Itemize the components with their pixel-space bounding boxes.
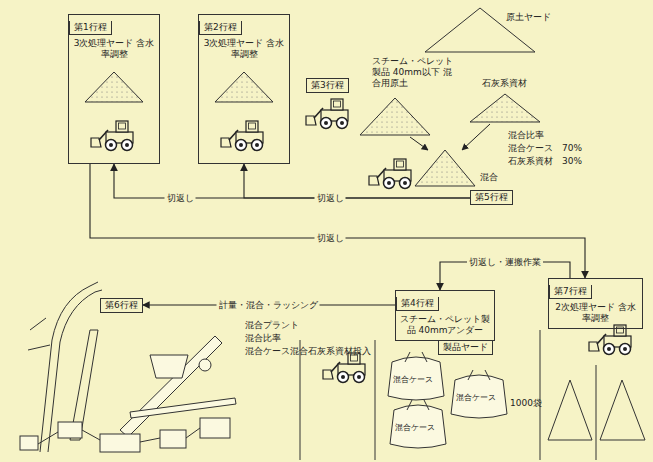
edge-label: 切返し <box>315 193 346 204</box>
wheel-loader <box>323 353 365 383</box>
product-yard: 第4行程スチーム・ペレット製品 40mmアンダー <box>395 290 495 341</box>
product-bag <box>451 375 507 418</box>
stage-heading: 第4行程 <box>396 297 439 311</box>
yard-divider <box>300 340 301 460</box>
yard-divider <box>596 365 597 460</box>
edge-label: 切返し <box>315 233 346 244</box>
product-bag <box>388 357 444 400</box>
mixing-plant <box>100 434 140 452</box>
note-label: 混合プラント <box>245 320 299 331</box>
stage-tag: 第5行程 <box>470 190 513 205</box>
node-text: 第5行程 <box>475 192 508 203</box>
wheel-loader <box>91 99 631 383</box>
process-yard: 第7行程 2次処理ヤード 含水率調整 <box>548 278 643 329</box>
flow-hint-arrow <box>410 124 490 150</box>
note-label: 石灰系資材 <box>482 78 527 89</box>
mixing-plant <box>200 418 230 438</box>
stockpile <box>470 94 540 122</box>
product-bag <box>388 352 507 448</box>
note-label: 1000袋 <box>510 398 542 409</box>
stockpile <box>600 380 645 440</box>
note-label: 30% <box>562 156 582 167</box>
node-text: 2次処理ヤード 含水率調整 <box>553 302 638 324</box>
yard-divider <box>540 330 541 460</box>
node-text: 第3行程 <box>311 80 344 91</box>
mixing-plant <box>58 422 82 438</box>
note-label: 混合 <box>480 172 498 183</box>
note-label: 原土ヤード <box>506 12 551 23</box>
mixing-plant <box>130 398 236 418</box>
mixing-plant <box>48 290 102 452</box>
mixing-plant <box>28 318 50 350</box>
yard-tag: 製品ヤード <box>438 340 493 355</box>
stage-tag: 第3行程 <box>306 78 349 93</box>
process-yard: 第1行程 3次処理ヤード 含水率調整 <box>68 14 160 164</box>
node-text: 第6行程 <box>105 300 138 311</box>
stockpile <box>215 72 273 102</box>
flow-hint-arrow <box>410 137 428 150</box>
node-text: 3次処理ヤード 含水率調整 <box>203 38 285 60</box>
mixing-plant <box>20 436 38 450</box>
edge-label: 切返し・運搬作業 <box>467 257 543 268</box>
product-bag <box>390 405 446 448</box>
wheel-loader <box>369 159 411 189</box>
note-label: 混合ケース混合石灰系資材投入 <box>245 346 371 357</box>
mixing-plant <box>38 428 200 444</box>
stage-heading: 第1行程 <box>69 21 112 35</box>
wheel-loader <box>589 325 631 355</box>
wheel-loader <box>91 121 133 151</box>
stockpile <box>548 380 592 440</box>
note-label: 70% <box>562 143 582 154</box>
note-label: 混合ケース <box>395 422 435 433</box>
note-label: 混合比率 <box>508 130 544 141</box>
note-label: 石灰系資材 <box>508 156 553 167</box>
stockpile <box>85 8 645 440</box>
node-text: 製品ヤード <box>443 342 488 353</box>
flow-arrow <box>244 164 470 198</box>
note-label: 混合ケース <box>508 143 553 154</box>
mixing-plant <box>150 355 188 378</box>
mixing-plant <box>199 359 211 371</box>
stage-heading: 第7行程 <box>549 285 592 299</box>
stockpile <box>360 98 430 135</box>
note-label: 混合比率 <box>245 333 281 344</box>
stage-heading: 第2行程 <box>199 21 242 35</box>
process-yard: 第2行程 3次処理ヤード 含水率調整 <box>198 14 290 164</box>
note-label: スチーム・ペレット製品 40mm以下 混合用原土 <box>372 56 454 89</box>
mixing-plant <box>40 282 98 452</box>
wheel-loader <box>306 99 348 129</box>
edge-label: 計量・混合・ラッシング <box>217 300 320 311</box>
stockpile <box>415 150 475 186</box>
flow-arrow <box>90 164 585 278</box>
mixing-plant <box>160 430 186 448</box>
yard-divider <box>375 340 376 460</box>
stage-tag: 第6行程 <box>100 298 143 313</box>
node-text: 3次処理ヤード 含水率調整 <box>73 38 155 60</box>
edge-label: 切返し <box>165 193 196 204</box>
note-label: 混合ケース <box>456 392 496 403</box>
stockpile <box>85 72 143 102</box>
mixing-plant <box>20 282 236 452</box>
flow-hint-arrow <box>462 124 490 150</box>
wheel-loader <box>221 121 263 151</box>
note-label: 混合ケース <box>393 374 433 385</box>
node-text: スチーム・ペレット製品 40mmアンダー <box>400 314 490 336</box>
